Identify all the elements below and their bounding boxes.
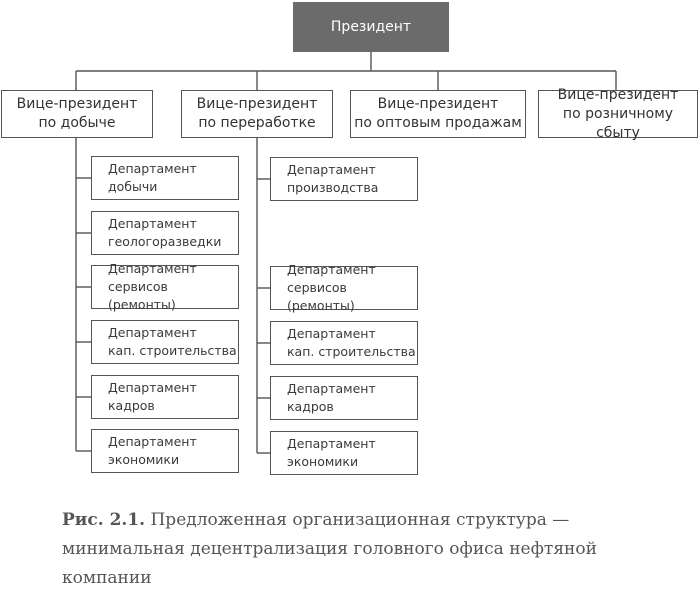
figure-caption-text: Предложенная организационная структура —… bbox=[62, 510, 597, 588]
dept-mining-construction-box: Департамент кап. строительства bbox=[91, 320, 239, 364]
dept-mining-economics-box: Департамент экономики bbox=[91, 429, 239, 473]
vp-mining-box: Вице-президент по добыче bbox=[1, 90, 153, 138]
dept-label: Департамент сервисов (ремонты) bbox=[108, 261, 197, 312]
vp-wholesale-label: Вице-президент по оптовым продажам bbox=[354, 96, 522, 131]
dept-refining-production-box: Департамент производства bbox=[270, 157, 418, 201]
dept-label: Департамент кадров bbox=[287, 381, 376, 414]
dept-mining-hr-box: Департамент кадров bbox=[91, 375, 239, 419]
dept-label: Департамент экономики bbox=[287, 436, 376, 469]
dept-label: Департамент добычи bbox=[108, 161, 197, 194]
dept-label: Департамент кап. строительства bbox=[108, 325, 237, 358]
dept-refining-construction-box: Департамент кап. строительства bbox=[270, 321, 418, 365]
dept-mining-services-box: Департамент сервисов (ремонты) bbox=[91, 261, 239, 312]
figure-caption-label: Рис. 2.1. bbox=[62, 510, 146, 530]
dept-label: Департамент кап. строительства bbox=[287, 326, 416, 359]
vp-retail-label: Вице-президент по розничному сбыту bbox=[557, 86, 679, 141]
president-box: Президент bbox=[293, 2, 449, 52]
vp-mining-label: Вице-президент по добыче bbox=[16, 96, 138, 131]
dept-label: Департамент экономики bbox=[108, 434, 197, 467]
dept-mining-production-box: Департамент добычи bbox=[91, 156, 239, 200]
vp-wholesale-box: Вице-президент по оптовым продажам bbox=[350, 90, 526, 138]
dept-label: Департамент производства bbox=[287, 162, 379, 195]
vp-refining-box: Вице-президент по переработке bbox=[181, 90, 333, 138]
dept-label: Департамент сервисов (ремонты) bbox=[287, 262, 376, 313]
president-label: Президент bbox=[330, 19, 412, 35]
vp-refining-label: Вице-президент по переработке bbox=[196, 96, 318, 131]
figure-caption: Рис. 2.1. Предложенная организационная с… bbox=[62, 506, 662, 593]
dept-label: Департамент геологоразведки bbox=[108, 216, 222, 249]
dept-label: Департамент кадров bbox=[108, 380, 197, 413]
dept-geology-box: Департамент геологоразведки bbox=[91, 211, 239, 255]
dept-refining-economics-box: Департамент экономики bbox=[270, 431, 418, 475]
dept-refining-hr-box: Департамент кадров bbox=[270, 376, 418, 420]
vp-retail-box: Вице-президент по розничному сбыту bbox=[538, 87, 698, 141]
dept-refining-services-box: Департамент сервисов (ремонты) bbox=[270, 262, 418, 313]
